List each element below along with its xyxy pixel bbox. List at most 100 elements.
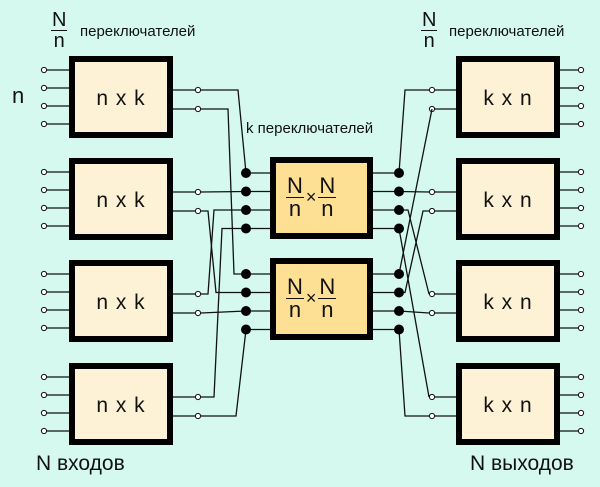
wire [201, 89, 247, 174]
right-switch-label: k x n [483, 394, 533, 417]
n-label: n [12, 83, 25, 108]
terminal-icon [577, 409, 585, 417]
terminal-icon [428, 207, 436, 215]
terminal-icon [577, 66, 585, 74]
stage2-switch-box [270, 157, 373, 239]
stage3-switch-box [456, 158, 560, 240]
terminal-icon [194, 309, 202, 317]
junction-dot-icon [394, 186, 404, 197]
left-switch-label: n x k [96, 394, 146, 417]
middle-switch-label: N n × N n [286, 274, 337, 322]
stage3-switch-box [456, 260, 560, 342]
terminal-icon [428, 309, 436, 317]
fraction-numerator: N [286, 274, 304, 299]
junction-dot-icon [394, 324, 404, 335]
right-switch-label: k x n [483, 189, 533, 212]
stage3-switch-box [456, 56, 560, 138]
terminal-icon [194, 412, 202, 420]
left-group-label: переключателей [80, 23, 196, 40]
junction-dot-icon [394, 287, 404, 298]
wire [398, 190, 430, 193]
stage1-switch-box [69, 158, 173, 240]
terminal-icon [40, 270, 48, 278]
terminal-icon [40, 288, 48, 296]
terminal-icon [40, 427, 48, 435]
terminal-icon [194, 207, 202, 215]
wire [398, 228, 430, 398]
left-switch-label: n x k [96, 87, 146, 110]
terminal-icon [577, 168, 585, 176]
stage1-switch-box [69, 363, 173, 445]
junction-dot-icon [241, 287, 251, 298]
terminal-icon [577, 84, 585, 92]
terminal-icon [428, 86, 436, 94]
terminal-icon [40, 102, 48, 110]
fraction-numerator: N [286, 173, 304, 198]
right-switch-label: k x n [483, 291, 533, 314]
terminal-icon [40, 324, 48, 332]
terminal-icon [577, 222, 585, 230]
terminal-icon [194, 188, 202, 196]
fraction-numerator: N [421, 9, 438, 31]
junction-dot-icon [394, 269, 404, 279]
middle-switch-label: N n × N n [286, 173, 337, 221]
terminal-icon [40, 120, 48, 128]
terminal-icon [428, 188, 436, 196]
terminal-icon [577, 391, 585, 399]
wire [201, 209, 246, 295]
terminal-icon [577, 324, 585, 332]
right-group-label: переключателей [449, 23, 565, 40]
left-switch-label: n x k [96, 189, 146, 212]
junction-dot-icon [241, 306, 251, 316]
junction-dot-icon [241, 269, 251, 279]
fraction-denominator: n [321, 297, 334, 322]
stage3-switch-box [456, 363, 560, 445]
fraction-denominator: n [423, 30, 435, 52]
junction-dot-icon [241, 205, 251, 215]
junction-dot-icon [394, 205, 404, 215]
terminal-icon [40, 391, 48, 399]
terminal-icon [428, 412, 436, 420]
terminal-icon [40, 204, 48, 212]
junction-dot-icon [394, 223, 404, 234]
terminal-icon [577, 427, 585, 435]
terminal-icon [577, 306, 585, 314]
terminal-icon [577, 270, 585, 278]
terminal-icon [577, 102, 585, 110]
terminal-icon [577, 288, 585, 296]
stage2-switch-box [270, 258, 373, 340]
fraction-denominator: n [288, 297, 302, 322]
wire [201, 329, 247, 417]
wire [398, 89, 429, 174]
wire [398, 329, 429, 417]
terminal-icon [577, 186, 585, 194]
wire [201, 227, 246, 398]
terminal-icon [194, 86, 202, 94]
terminal-icon [194, 105, 202, 113]
terminal-icon [194, 290, 202, 298]
wire [200, 190, 247, 193]
times-sign: × [305, 288, 317, 308]
fraction-denominator: n [288, 196, 302, 221]
stage1-switch-box [69, 260, 173, 342]
terminal-icon [40, 222, 48, 230]
terminal-icon [40, 186, 48, 194]
fraction-denominator: n [53, 30, 65, 52]
terminal-icon [428, 290, 436, 298]
terminal-icon [194, 393, 202, 401]
stage1-switch-box [69, 56, 173, 138]
terminal-icon [40, 306, 48, 314]
fraction-numerator: N [318, 173, 337, 198]
middle-group-label: k переключателей [246, 120, 374, 137]
terminal-icon [577, 120, 585, 128]
junction-dot-icon [241, 186, 251, 197]
right-switch-label: k x n [483, 87, 533, 110]
junction-dot-icon [241, 223, 251, 234]
fraction-numerator: N [318, 274, 337, 299]
junction-dot-icon [241, 168, 251, 178]
left-switch-label: n x k [96, 291, 146, 314]
outputs-label: N выходов [470, 452, 574, 475]
terminal-icon [428, 393, 436, 401]
inputs-label: N входов [36, 452, 125, 475]
